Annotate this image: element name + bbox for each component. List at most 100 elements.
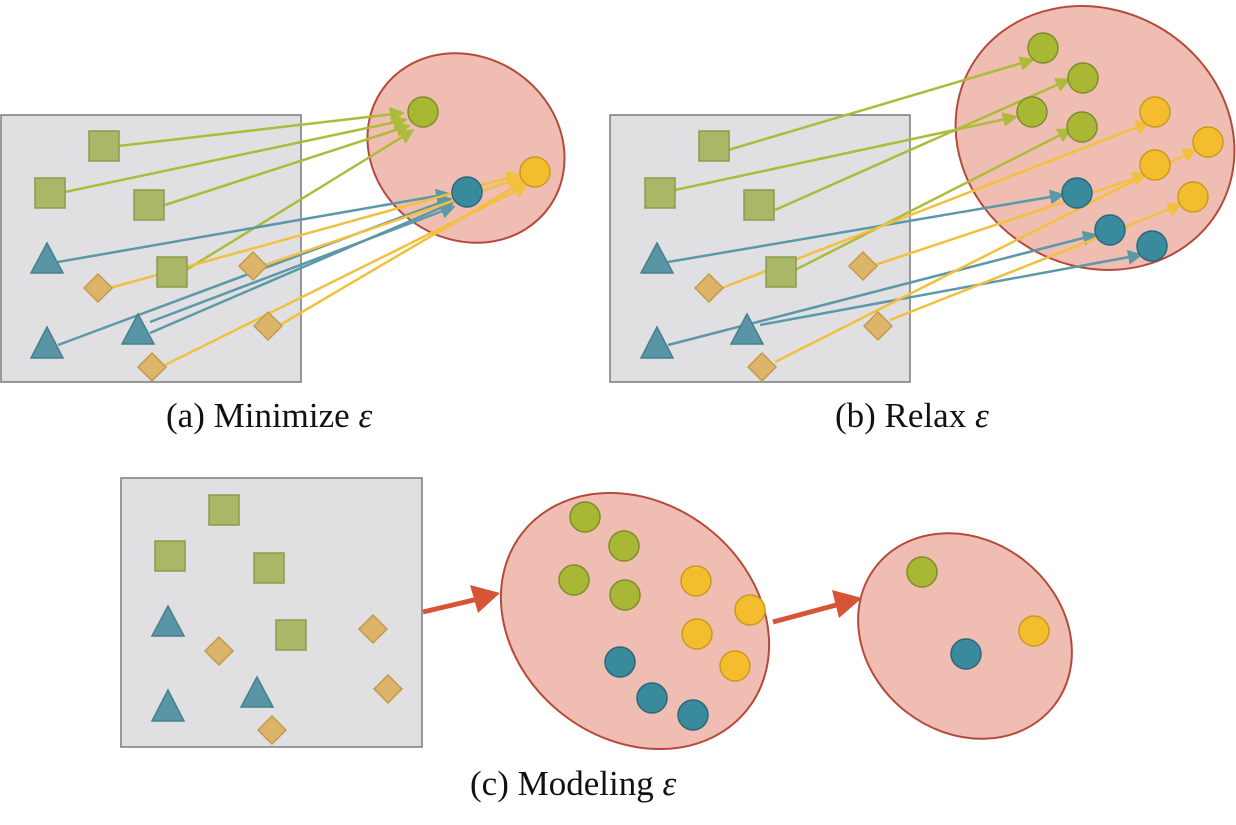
circle-icon xyxy=(451,176,483,208)
square-icon xyxy=(765,256,797,288)
arrow xyxy=(774,78,1071,212)
diamond-icon xyxy=(847,250,879,282)
square-icon xyxy=(698,130,730,162)
square-icon xyxy=(133,189,165,221)
diamond-icon xyxy=(746,351,778,383)
circle-icon xyxy=(519,156,551,188)
arrow xyxy=(889,202,1183,322)
circle-icon xyxy=(1018,615,1050,647)
caption-text: (b) Relax xyxy=(835,396,967,435)
triangle-icon xyxy=(120,312,156,345)
circle-icon xyxy=(1192,126,1224,158)
circle-icon xyxy=(569,501,601,533)
circle-icon xyxy=(608,530,640,562)
input-samples xyxy=(29,130,284,383)
circle-icon xyxy=(1027,32,1059,64)
input-samples xyxy=(150,494,404,746)
caption-text: (a) Minimize xyxy=(166,396,350,435)
circle-icon xyxy=(677,699,709,731)
panel-c xyxy=(120,477,1073,751)
arrow xyxy=(279,180,526,327)
diamond-icon xyxy=(203,635,235,667)
latent-embeddings xyxy=(1016,32,1224,262)
caption-panel-c: (c) Modeling ε xyxy=(470,766,676,801)
input-samples xyxy=(639,130,894,383)
latent-space-ellipse xyxy=(954,5,1236,271)
arrow xyxy=(149,204,456,324)
diamond-icon xyxy=(693,272,725,304)
arrow xyxy=(57,188,451,264)
circle-icon xyxy=(1139,149,1171,181)
epsilon-symbol: ε xyxy=(358,396,373,435)
arrow xyxy=(759,249,1143,327)
arrow xyxy=(874,171,1148,267)
panel-a xyxy=(0,52,566,383)
square-icon xyxy=(154,540,186,572)
circle-icon xyxy=(734,594,766,626)
arrow xyxy=(164,184,529,367)
arrow xyxy=(64,115,408,194)
triangle-icon xyxy=(239,675,275,708)
arrow xyxy=(667,189,1065,264)
arrow xyxy=(185,129,415,272)
diamond-icon xyxy=(136,351,168,383)
square-icon xyxy=(88,130,120,162)
square-icon xyxy=(275,619,307,651)
diamond-icon xyxy=(256,714,288,746)
circle-icon xyxy=(1177,181,1209,213)
triangle-icon xyxy=(29,241,65,274)
arrow xyxy=(727,56,1035,152)
diamond-icon xyxy=(372,673,404,705)
transition-arrow xyxy=(422,585,500,615)
circle-icon xyxy=(1067,62,1099,94)
panel-b xyxy=(609,5,1236,383)
epsilon-symbol: ε xyxy=(662,764,677,803)
triangle-icon xyxy=(729,312,765,345)
arrow xyxy=(667,230,1098,347)
circle-icon xyxy=(681,618,713,650)
circle-icon xyxy=(609,579,641,611)
diamond-icon xyxy=(357,613,389,645)
arrow xyxy=(774,148,1198,364)
circle-icon xyxy=(1066,111,1098,143)
square-icon xyxy=(156,256,188,288)
circle-icon xyxy=(680,565,712,597)
diamond-icon xyxy=(252,310,284,342)
circle-icon xyxy=(1094,214,1126,246)
circle-icon xyxy=(906,556,938,588)
circle-icon xyxy=(1139,96,1171,128)
square-icon xyxy=(34,177,66,209)
arrow xyxy=(149,200,455,335)
circle-icon xyxy=(719,650,751,682)
square-icon xyxy=(644,177,676,209)
arrow xyxy=(164,122,411,207)
diamond-icon xyxy=(237,250,269,282)
circle-icon xyxy=(604,646,636,678)
diamond-icon xyxy=(862,310,894,342)
latent-space-ellipse xyxy=(499,491,771,751)
latent-embeddings xyxy=(558,501,766,731)
triangle-icon xyxy=(639,241,675,274)
triangle-icon xyxy=(150,604,186,637)
caption-panel-a: (a) Minimize ε xyxy=(166,398,372,433)
transition-arrow xyxy=(772,590,862,625)
circle-icon xyxy=(636,682,668,714)
arrow xyxy=(794,128,1073,272)
epsilon-symbol: ε xyxy=(974,396,989,435)
latent-embeddings xyxy=(407,96,551,208)
latent-space-ellipse xyxy=(857,532,1073,740)
circle-icon xyxy=(1061,177,1093,209)
arrow xyxy=(117,106,405,148)
square-icon xyxy=(208,494,240,526)
caption-panel-b: (b) Relax ε xyxy=(835,398,989,433)
caption-text: (c) Modeling xyxy=(470,764,654,803)
square-icon xyxy=(253,552,285,584)
triangle-icon xyxy=(150,688,186,722)
latent-space-ellipse xyxy=(366,52,566,244)
triangle-icon xyxy=(29,325,65,359)
latent-embeddings xyxy=(906,556,1050,670)
triangle-icon xyxy=(639,325,675,359)
circle-icon xyxy=(950,638,982,670)
square-icon xyxy=(743,189,775,221)
